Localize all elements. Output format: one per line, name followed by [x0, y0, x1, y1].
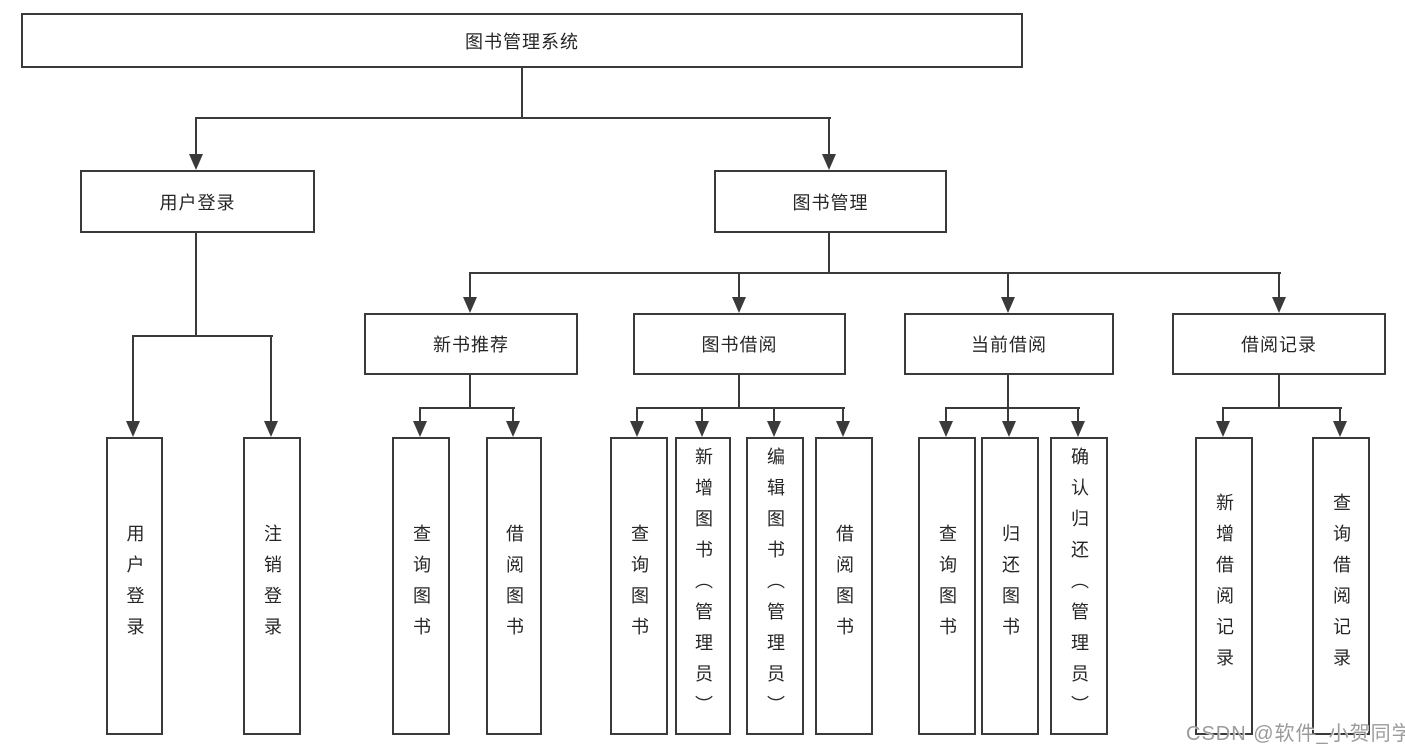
arrow-down-icon — [1333, 421, 1347, 437]
csdn-watermark: CSDN @软件_小贺同学 — [1186, 723, 1405, 745]
arrow-down-icon — [463, 297, 477, 313]
node-label: 新增图书（管理员） — [693, 446, 713, 726]
connector-line — [828, 233, 830, 274]
leaf-logout: 注销登录 — [243, 437, 301, 735]
connector-line — [1339, 407, 1341, 423]
node-book-management: 图书管理 — [714, 170, 947, 233]
connector-line — [1278, 272, 1280, 299]
connector-line — [636, 407, 638, 423]
connector-line — [521, 68, 523, 118]
node-label: 查询图书 — [629, 524, 649, 648]
leaf-query-books-current: 查询图书 — [918, 437, 976, 735]
connector-line — [469, 375, 471, 409]
connector-line — [196, 117, 831, 119]
node-label: 新书推荐 — [433, 335, 509, 355]
arrow-down-icon — [939, 421, 953, 437]
connector-line — [270, 335, 272, 423]
connector-line — [636, 407, 845, 409]
arrow-down-icon — [189, 154, 203, 170]
leaf-add-borrow-record: 新增借阅记录 — [1195, 437, 1253, 735]
connector-line — [195, 117, 197, 157]
connector-line — [1222, 407, 1342, 409]
node-label: 确认归还（管理员） — [1069, 446, 1089, 726]
connector-line — [1007, 407, 1009, 423]
connector-line — [1222, 407, 1224, 423]
arrow-down-icon — [1216, 421, 1230, 437]
connector-line — [419, 407, 515, 409]
connector-line — [842, 407, 844, 423]
arrow-down-icon — [695, 421, 709, 437]
node-current-borrow: 当前借阅 — [904, 313, 1114, 375]
connector-line — [738, 375, 740, 409]
leaf-borrow-books: 借阅图书 — [815, 437, 873, 735]
connector-line — [469, 272, 1281, 274]
node-user-login: 用户登录 — [80, 170, 315, 233]
node-label: 查询图书 — [411, 524, 431, 648]
leaf-edit-books-admin: 编辑图书（管理员） — [746, 437, 804, 735]
node-label: 编辑图书（管理员） — [765, 446, 785, 726]
leaf-user-login: 用户登录 — [106, 437, 163, 735]
leaf-borrow-books-newbook: 借阅图书 — [486, 437, 542, 735]
arrow-down-icon — [822, 154, 836, 170]
leaf-confirm-return-admin: 确认归还（管理员） — [1050, 437, 1108, 735]
arrow-down-icon — [1071, 421, 1085, 437]
node-label: 新增借阅记录 — [1214, 493, 1234, 679]
arrow-down-icon — [1001, 297, 1015, 313]
connector-line — [469, 272, 471, 299]
node-label: 图书管理 — [792, 192, 869, 213]
node-label: 借阅图书 — [834, 524, 854, 648]
arrow-down-icon — [264, 421, 278, 437]
arrow-down-icon — [630, 421, 644, 437]
leaf-query-books-borrow: 查询图书 — [610, 437, 668, 735]
node-book-management-system: 图书管理系统 — [21, 13, 1023, 68]
leaf-return-books: 归还图书 — [981, 437, 1039, 735]
connector-line — [512, 407, 514, 423]
node-label: 查询图书 — [937, 524, 957, 648]
connector-line — [419, 407, 421, 423]
node-label: 图书管理系统 — [465, 31, 579, 52]
node-label: 查询借阅记录 — [1331, 493, 1351, 679]
arrow-down-icon — [1272, 297, 1286, 313]
connector-line — [132, 335, 134, 423]
connector-line — [1278, 375, 1280, 409]
arrow-down-icon — [506, 421, 520, 437]
arrow-down-icon — [126, 421, 140, 437]
connector-line — [828, 117, 830, 157]
connector-line — [701, 407, 703, 423]
leaf-add-books-admin: 新增图书（管理员） — [675, 437, 731, 735]
connector-line — [195, 233, 197, 337]
connector-line — [738, 272, 740, 299]
node-label: 图书借阅 — [701, 335, 778, 355]
connector-line — [132, 335, 273, 337]
leaf-query-borrow-record: 查询借阅记录 — [1312, 437, 1370, 735]
arrow-down-icon — [1002, 421, 1016, 437]
arrow-down-icon — [732, 297, 746, 313]
node-label: 借阅图书 — [504, 524, 524, 648]
arrow-down-icon — [836, 421, 850, 437]
connector-line — [1077, 407, 1079, 423]
leaf-query-books-newbook: 查询图书 — [392, 437, 450, 735]
node-label: 用户登录 — [124, 524, 145, 648]
connector-line — [945, 407, 1080, 409]
node-book-borrow: 图书借阅 — [633, 313, 846, 375]
node-borrow-records: 借阅记录 — [1172, 313, 1386, 375]
node-label: 当前借阅 — [971, 335, 1047, 355]
connector-line — [945, 407, 947, 423]
connector-line — [1007, 272, 1009, 299]
arrow-down-icon — [413, 421, 427, 437]
arrow-down-icon — [767, 421, 781, 437]
node-new-book-recommend: 新书推荐 — [364, 313, 578, 375]
connector-line — [773, 407, 775, 423]
node-label: 注销登录 — [262, 524, 282, 648]
node-label: 借阅记录 — [1241, 335, 1317, 355]
connector-line — [1007, 375, 1009, 409]
node-label: 用户登录 — [159, 192, 236, 213]
node-label: 归还图书 — [1000, 524, 1020, 648]
